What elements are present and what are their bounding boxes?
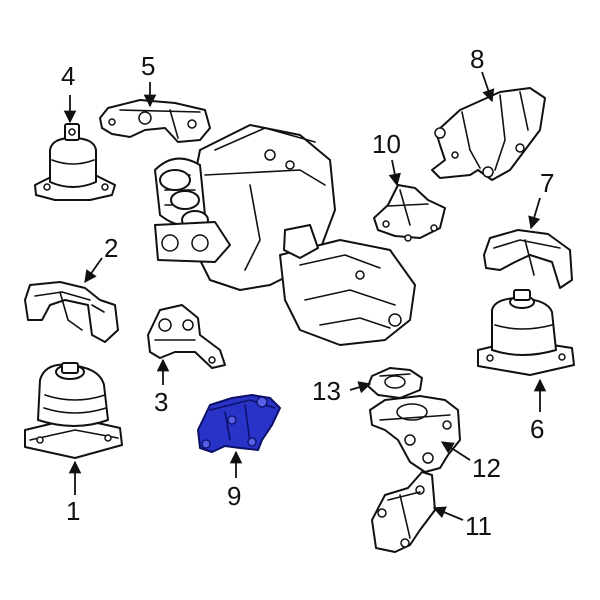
part-10-mount: [373, 184, 446, 242]
svg-text:3: 3: [154, 387, 168, 417]
callout-13: 13: [312, 376, 372, 406]
part-12-bracket: [369, 395, 461, 473]
part-13-stopper: [367, 367, 423, 399]
callout-6: 6: [530, 378, 547, 444]
svg-text:4: 4: [61, 61, 75, 91]
svg-text:13: 13: [312, 376, 341, 406]
part-8-bracket: [431, 87, 546, 181]
svg-text:1: 1: [66, 496, 80, 526]
part-9-highlighted-mount: [197, 394, 281, 453]
callout-2: 2: [84, 233, 118, 284]
svg-text:11: 11: [465, 511, 492, 541]
engine-transmission-assembly: [154, 124, 416, 346]
part-6-mount: [477, 289, 575, 376]
svg-text:6: 6: [530, 414, 544, 444]
svg-text:8: 8: [470, 44, 484, 74]
svg-text:5: 5: [141, 51, 155, 81]
callout-12: 12: [440, 441, 501, 483]
callout-11: 11: [432, 506, 492, 541]
part-4-mount: [34, 123, 116, 201]
svg-text:10: 10: [372, 129, 401, 159]
callout-1: 1: [66, 460, 82, 526]
callout-5: 5: [141, 51, 157, 108]
part-5-bracket: [99, 99, 211, 143]
part-7-bracket: [483, 229, 573, 289]
part-1-mount: [24, 362, 123, 459]
callout-4: 4: [61, 61, 77, 124]
svg-text:2: 2: [104, 233, 118, 263]
svg-text:7: 7: [540, 168, 554, 198]
part-2-bracket: [24, 281, 119, 343]
part-3-bracket: [147, 304, 226, 369]
callout-8: 8: [470, 44, 495, 103]
callout-7: 7: [528, 168, 554, 230]
part-11-bracket: [371, 471, 436, 553]
svg-text:9: 9: [227, 481, 241, 511]
callout-10: 10: [372, 129, 401, 187]
callout-3: 3: [154, 358, 170, 417]
svg-text:12: 12: [472, 453, 501, 483]
callout-9: 9: [227, 450, 243, 511]
